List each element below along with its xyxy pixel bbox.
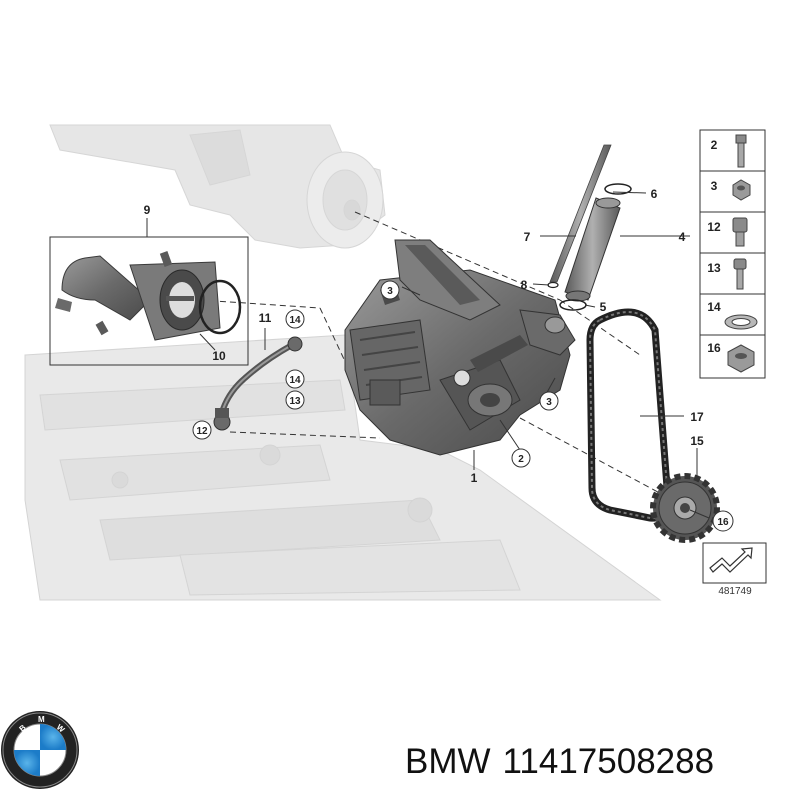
short-bolt-icon <box>733 258 747 290</box>
oil-line-part <box>213 336 303 431</box>
callouts: 9 10 11 14 14 13 12 3 3 2 1 6 7 4 8 5 17… <box>144 187 734 532</box>
callout-10: 10 <box>212 349 226 363</box>
bmw-logo: B M W <box>1 711 79 789</box>
part-number: 11417508288 <box>502 742 715 781</box>
callout-13: 13 <box>289 396 301 407</box>
arrow-icon <box>709 547 753 573</box>
legend-label-14: 14 <box>707 300 721 314</box>
oil-pump-part <box>344 239 576 456</box>
tube-assembly <box>547 144 632 311</box>
washer-icon <box>724 314 758 330</box>
callout-1: 1 <box>471 471 478 485</box>
oil-pipe-part <box>55 255 221 341</box>
legend-label-2: 2 <box>711 138 718 152</box>
callout-17: 17 <box>690 410 704 424</box>
subassembly-box <box>49 236 249 366</box>
hex-bolt-icon <box>732 217 748 247</box>
callout-5: 5 <box>600 300 607 314</box>
part-caption: BMW 11417508288 <box>405 737 795 787</box>
box-bolts <box>95 251 173 336</box>
svg-text:W: W <box>55 723 67 735</box>
legend-label-13: 13 <box>707 261 721 275</box>
brand-name: BMW <box>405 742 491 781</box>
seal-ring-8 <box>547 281 559 289</box>
callout-6: 6 <box>651 187 658 201</box>
leader-lines <box>146 191 710 519</box>
callout-16: 16 <box>717 517 729 528</box>
legend-label-12: 12 <box>707 220 721 234</box>
callout-7: 7 <box>524 230 531 244</box>
svg-text:M: M <box>38 715 45 724</box>
callout-14b: 14 <box>289 375 301 386</box>
chain-part <box>586 308 672 522</box>
legend-label-16: 16 <box>707 341 721 355</box>
callout-12: 12 <box>196 426 208 437</box>
callout-11: 11 <box>259 311 272 325</box>
fastener-legend: 2 3 12 13 14 16 <box>699 129 766 379</box>
callout-15: 15 <box>690 434 704 448</box>
callout-4: 4 <box>679 230 686 244</box>
leader-dashes <box>199 211 711 521</box>
reference-number: 481749 <box>718 586 752 597</box>
svg-text:B: B <box>18 723 28 734</box>
callout-3b: 3 <box>546 397 552 408</box>
callout-2: 2 <box>518 454 524 465</box>
legend-label-3: 3 <box>711 179 718 193</box>
callout-14a: 14 <box>289 315 301 326</box>
sprocket-part <box>650 473 720 543</box>
o-ring-part <box>198 279 242 335</box>
hex-nut-icon <box>727 344 755 373</box>
engine-block-ghost <box>24 334 662 601</box>
reference-box: 481749 <box>702 542 767 597</box>
nut-icon <box>732 179 751 201</box>
callout-8: 8 <box>521 278 528 292</box>
bolt-icon <box>735 134 747 168</box>
crankshaft-ghost <box>49 124 386 249</box>
callout-3a: 3 <box>387 286 393 297</box>
callout-9: 9 <box>144 203 151 217</box>
seal-ring-6 <box>604 183 632 195</box>
